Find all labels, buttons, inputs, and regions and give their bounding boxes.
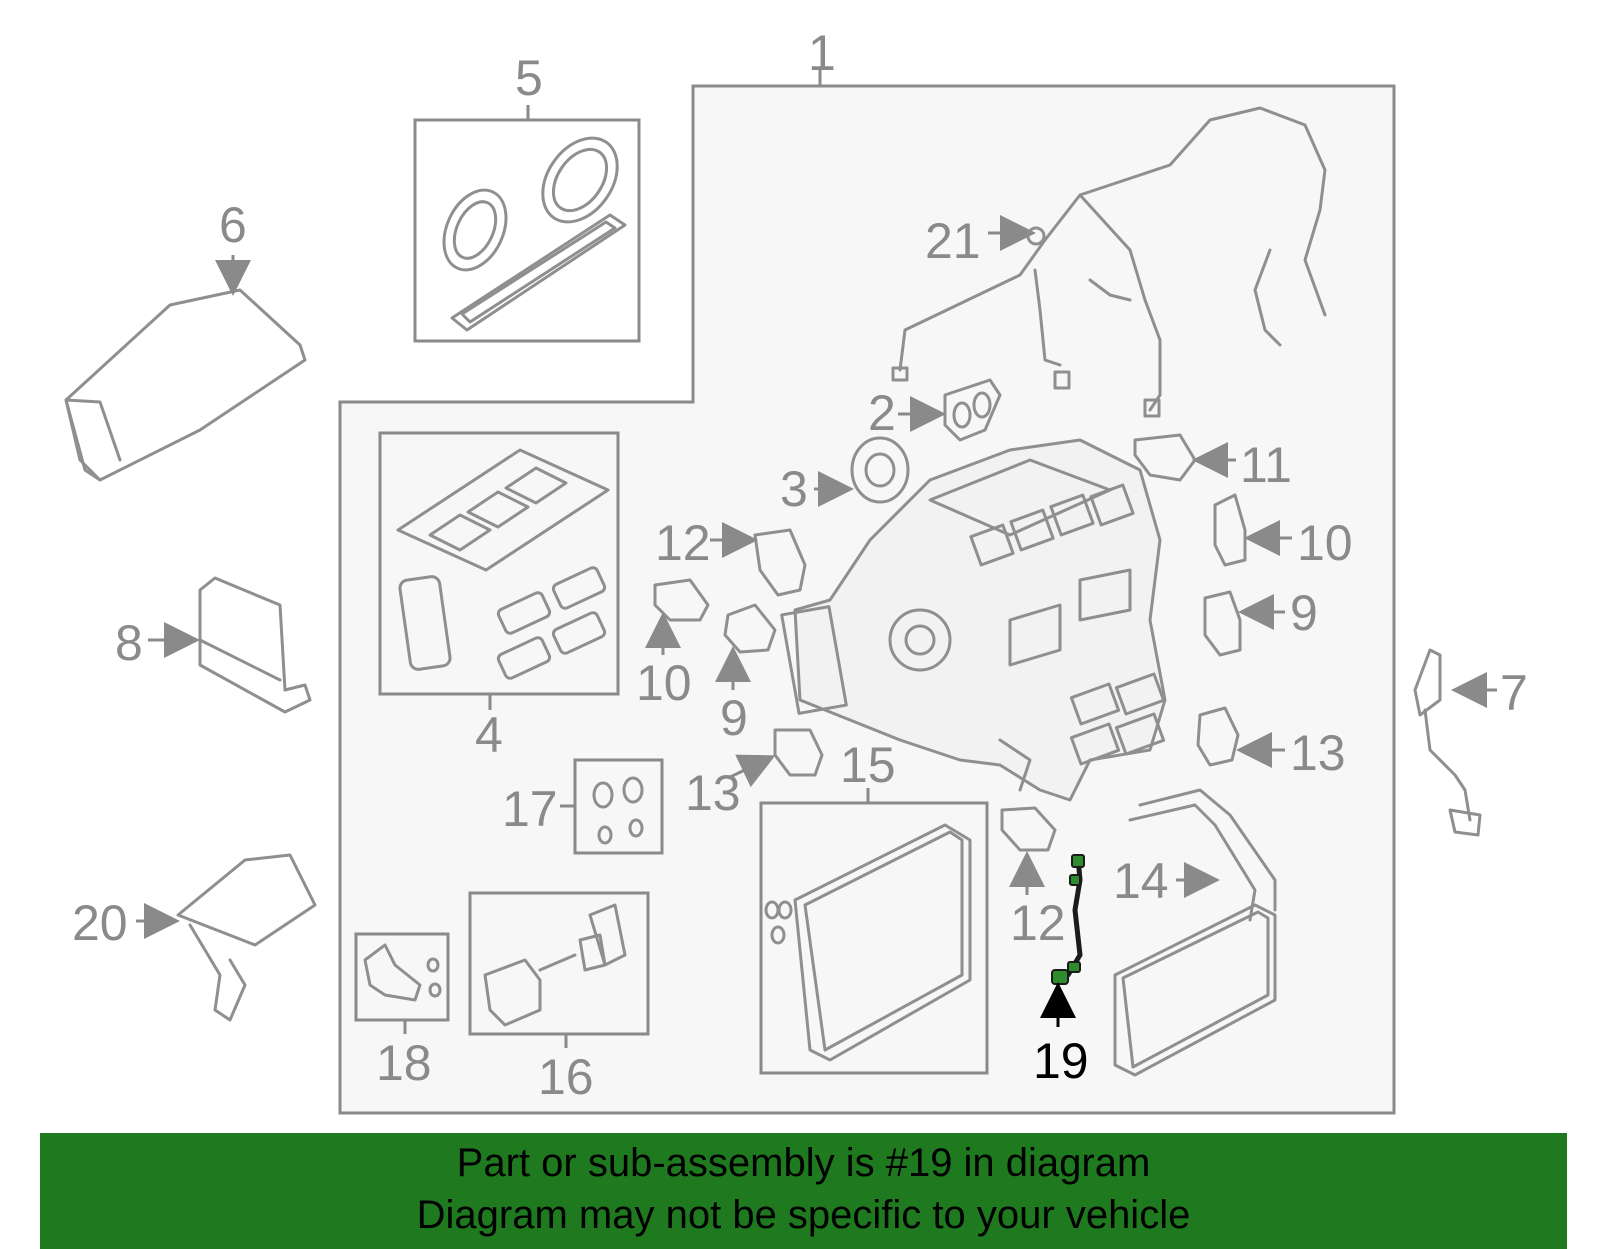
actuator-harness-icon [176,853,317,1022]
label-part-4: 4 [475,707,503,763]
highlighted-part-19-icon [1051,854,1085,985]
label-part-9a: 9 [720,690,748,746]
label-part-12a: 12 [655,515,711,571]
label-part-13b: 13 [1290,725,1346,781]
actuator-10-right-icon [1213,493,1247,567]
label-part-2: 2 [868,385,896,441]
label-part-10b: 10 [1297,515,1353,571]
label-part-13a: 13 [685,765,741,821]
gasket-icon [396,448,610,680]
banner-line-2: Diagram may not be specific to your vehi… [416,1193,1191,1237]
actuator-12-upper-icon [753,528,807,597]
label-part-15: 15 [840,737,896,793]
wire-harness-top-icon [891,106,1327,418]
label-part-9b: 9 [1290,585,1318,641]
label-part-6: 6 [219,197,247,253]
info-banner: Part or sub-assembly is #19 in diagram D… [40,1133,1567,1249]
seal-ring-icon [442,136,627,332]
label-part-17: 17 [502,781,558,837]
box-part-15 [759,801,989,1075]
label-part-8: 8 [115,615,143,671]
actuator-12-lower-icon [1000,806,1057,852]
o-ring-icon [592,776,644,845]
label-part-14: 14 [1113,853,1169,909]
label-part-5: 5 [515,50,543,106]
label-part-1: 1 [808,25,836,81]
actuator-13-right-icon [1196,706,1240,767]
evaporator-icon [764,823,972,1062]
label-part-18: 18 [376,1035,432,1091]
actuator-11-icon [1133,433,1197,482]
pipe-fitting-icon [363,943,442,1002]
label-part-20: 20 [72,895,128,951]
cover-panel-icon [64,288,307,482]
heater-core-icon [1113,788,1277,1077]
hvac-housing-icon [780,438,1167,802]
actuator-10-left-icon [653,578,710,622]
box-part-4 [378,431,620,696]
box-part-5 [413,118,641,343]
label-part-7: 7 [1500,665,1528,721]
expansion-valve-icon [483,903,627,1027]
actuator-9-left-icon [723,603,777,654]
seal-ring-small-icon [850,436,910,504]
label-part-3: 3 [780,461,808,517]
box-part-18 [354,932,450,1022]
control-module-icon [198,576,312,714]
actuator-9-right-icon [1203,590,1242,657]
box-part-16 [468,891,650,1036]
wire-harness-right-icon [1413,648,1482,837]
label-part-19: 19 [1033,1033,1089,1089]
label-part-12b: 12 [1010,895,1066,951]
label-part-10a: 10 [636,655,692,711]
label-part-16: 16 [538,1049,594,1105]
label-part-11: 11 [1240,437,1292,493]
label-part-21: 21 [925,213,981,269]
banner-line-1: Part or sub-assembly is #19 in diagram [456,1141,1151,1185]
